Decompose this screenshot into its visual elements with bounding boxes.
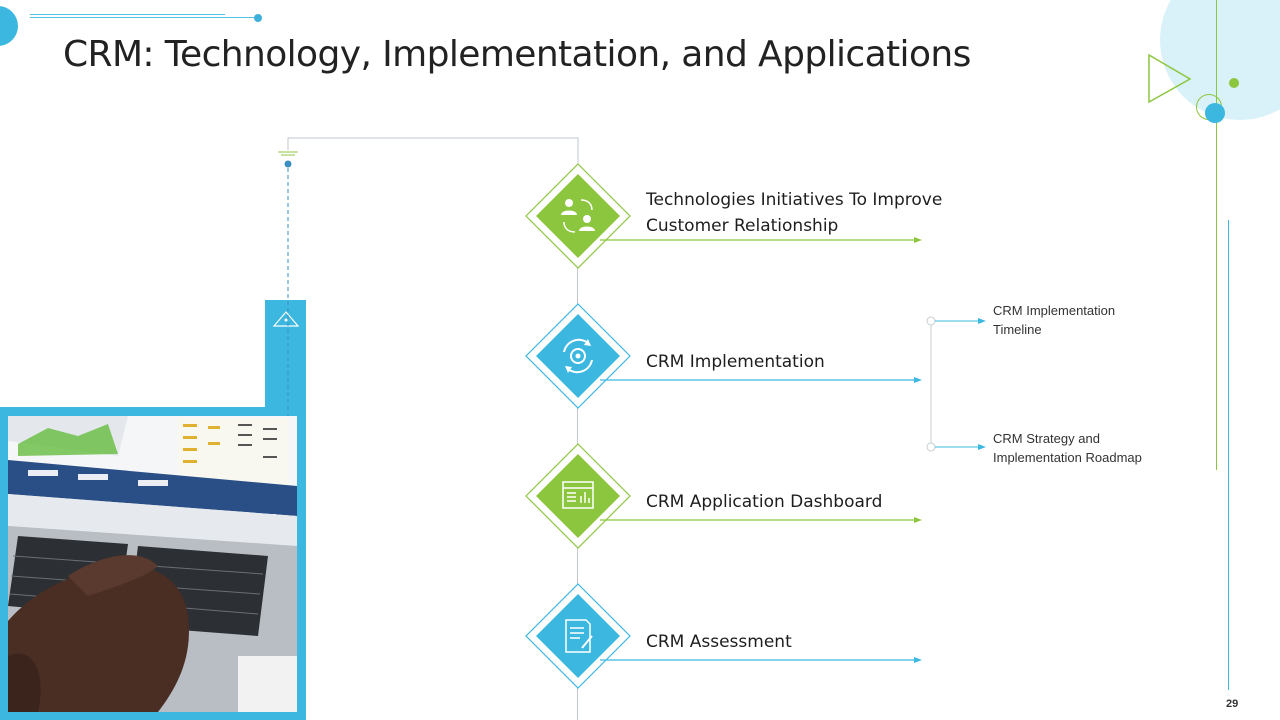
decor-top-line-2: [30, 14, 225, 15]
decor-green-dot: [1229, 78, 1239, 88]
node-diamond-4: [525, 583, 631, 689]
flow-connector-lines: [278, 137, 579, 416]
dashboard-icon: [562, 481, 594, 509]
node-diamond-1: [525, 163, 631, 269]
item-label-line: Technologies Initiatives To Improve: [646, 190, 943, 210]
sub-item-timeline: CRM Implementation Timeline: [993, 301, 1115, 339]
item-label-line: Customer Relationship: [646, 216, 839, 236]
triangle-marker-icon: [272, 311, 300, 327]
item-label-implementation: CRM Implementation: [646, 352, 825, 372]
decor-top-dot: [254, 14, 262, 22]
sub-item-line: Implementation Roadmap: [993, 450, 1142, 465]
node-diamond-3: [525, 443, 631, 549]
hand-typing-on-laptop-image: [8, 416, 297, 712]
checklist-icon: [565, 619, 593, 653]
item-label-technologies: Technologies Initiatives To Improve Cust…: [646, 187, 942, 239]
decor-vertical-line-blue: [1228, 220, 1229, 690]
people-exchange-icon: [561, 199, 595, 233]
item-label-assessment: CRM Assessment: [646, 632, 792, 652]
page-number: 29: [1226, 698, 1239, 710]
flow-spine: [577, 165, 578, 720]
gear-cycle-icon: [563, 338, 593, 374]
decor-blue-dot: [1205, 103, 1225, 123]
decor-vertical-line-green: [1216, 0, 1217, 470]
item-arrows: [600, 237, 922, 663]
sub-item-line: Timeline: [993, 322, 1042, 337]
node-diamond-2: [525, 303, 631, 409]
sub-item-line: CRM Strategy and: [993, 431, 1100, 446]
sub-item-bracket: [926, 316, 986, 452]
sub-item-roadmap: CRM Strategy and Implementation Roadmap: [993, 429, 1142, 467]
sub-item-line: CRM Implementation: [993, 303, 1116, 318]
decor-top-line: [30, 17, 257, 18]
page-title: CRM: Technology, Implementation, and App…: [63, 34, 971, 75]
decor-triangle-outline: [1148, 53, 1192, 104]
item-label-dashboard: CRM Application Dashboard: [646, 492, 883, 512]
decor-circle-left: [0, 6, 18, 46]
laptop-photo: [8, 416, 297, 712]
